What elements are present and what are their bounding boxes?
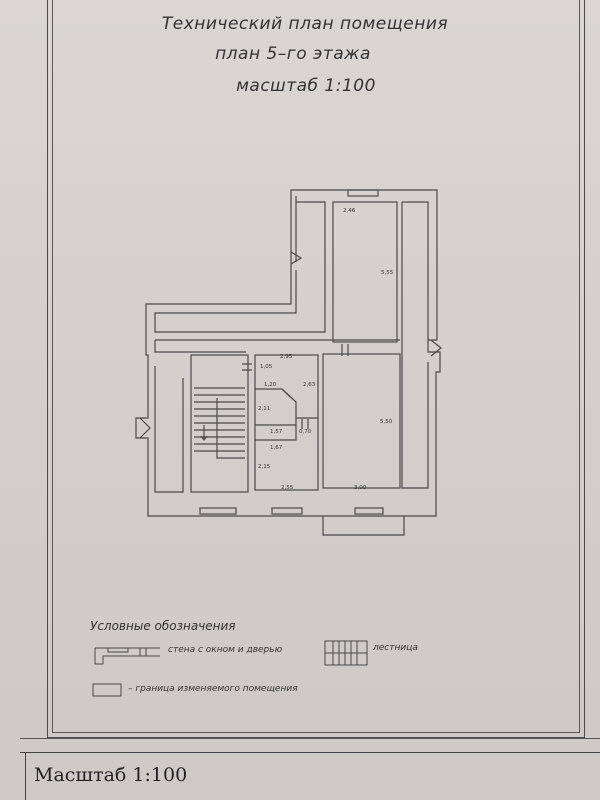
dim-157: 1,57 (270, 429, 283, 435)
dim-corridor-width: 2,95 (280, 354, 293, 360)
door-tick-1 (341, 344, 349, 356)
dim-bottom-left-width: 2,55 (281, 485, 294, 491)
break-mark-3 (139, 417, 151, 439)
bottom-bump (322, 516, 405, 536)
dim-main-room-length: 5,50 (380, 419, 393, 425)
footer-scale: Масштаб 1:100 (34, 764, 188, 786)
bottom-rule-thick (20, 752, 600, 754)
bottom-window-3 (354, 507, 384, 515)
dim-167: 1,67 (270, 445, 283, 451)
outer-frame (47, 0, 585, 738)
legend-wall-label: стена с окном и дверью (168, 645, 283, 655)
inner-frame (52, 0, 580, 733)
top-window (347, 189, 379, 197)
dim-215: 2,15 (258, 464, 271, 470)
door-swing (281, 388, 291, 398)
bottom-vertical-rule (25, 752, 27, 800)
wc-partition-2 (255, 417, 318, 426)
door-tick-2 (242, 363, 252, 371)
wc-partition (255, 388, 297, 441)
dim-bottom-right-width: 3,00 (354, 485, 367, 491)
title-line-1: Технический план помещения (161, 14, 449, 34)
door-tick-3 (301, 419, 309, 429)
legend-title: Условные обозначения (90, 619, 236, 633)
dim-top-width: 2,46 (343, 208, 356, 214)
stairwell (190, 354, 249, 493)
title-line-2: план 5–го этажа (215, 44, 371, 64)
legend-stairs-label: лестница (373, 643, 418, 653)
left-wall (154, 366, 184, 493)
stair-rail (216, 398, 245, 459)
break-mark-2 (430, 339, 442, 357)
bottom-window-1 (199, 507, 237, 515)
inner-outline (154, 196, 326, 333)
dim-105: 1,05 (260, 364, 273, 370)
stair-treads (194, 387, 245, 452)
upper-room (332, 201, 398, 343)
bottom-window-2 (271, 507, 303, 515)
building-outline (135, 189, 441, 517)
title-line-3: масштаб 1:100 (236, 76, 376, 96)
dim-263: 2,63 (303, 382, 316, 388)
dim-070: 0,70 (299, 429, 312, 435)
legend-boundary-symbol (92, 683, 122, 697)
wc-block (254, 354, 319, 491)
legend-window-symbol (107, 647, 129, 653)
bottom-rule-thin (20, 738, 600, 739)
corridor-wall (154, 339, 400, 353)
stair-arrow (200, 425, 208, 441)
dim-211: 2,11 (258, 406, 270, 412)
dim-right-room-length: 5,55 (381, 270, 394, 276)
legend-door-symbol (139, 648, 147, 656)
break-mark-1 (290, 251, 303, 265)
legend-boundary-label: – граница изменяемого помещения (128, 684, 298, 694)
main-room (322, 353, 401, 489)
legend-stairs-treads (325, 641, 367, 665)
dim-120: 1,20 (264, 382, 277, 388)
right-wall-block (401, 201, 429, 489)
